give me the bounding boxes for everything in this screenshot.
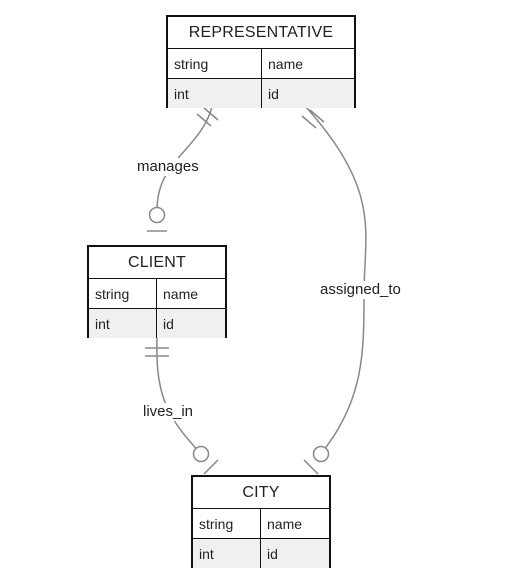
label-lives-in[interactable]: lives_in: [142, 403, 195, 421]
attribute-row: int id: [89, 308, 225, 338]
attribute-type: int: [193, 539, 261, 568]
attribute-row: int id: [193, 538, 329, 568]
zero-marker: [148, 206, 166, 224]
edge-manages: [147, 106, 219, 232]
entity-client[interactable]: CLIENT string name int id: [87, 245, 227, 338]
attribute-row: string name: [193, 509, 329, 538]
attribute-name: name: [268, 55, 304, 72]
zero-marker: [192, 445, 210, 463]
entity-city[interactable]: CITY string name int id: [191, 475, 331, 568]
one-marker: [309, 109, 325, 123]
attribute-type: string: [89, 279, 157, 308]
attribute-type: string: [193, 509, 261, 538]
label-manages[interactable]: manages: [136, 158, 200, 176]
attribute-row: string name: [168, 49, 354, 78]
one-marker: [301, 115, 317, 129]
attribute-name: id: [268, 85, 279, 102]
label-assigned-to[interactable]: assigned_to: [319, 281, 402, 299]
one-marker: [303, 459, 319, 475]
entity-title: CLIENT: [89, 247, 225, 279]
attribute-row: string name: [89, 279, 225, 308]
attribute-type: int: [89, 309, 157, 338]
attribute-row: int id: [168, 78, 354, 108]
attribute-name: name: [163, 285, 199, 302]
zero-marker: [312, 445, 330, 463]
attribute-name: name: [267, 515, 303, 532]
one-marker: [196, 113, 212, 127]
one-marker: [203, 107, 219, 121]
attribute-name: id: [267, 545, 278, 562]
entity-title: CITY: [193, 477, 329, 509]
attribute-type: int: [168, 79, 262, 108]
one-marker: [203, 459, 219, 475]
entity-representative[interactable]: REPRESENTATIVE string name int id: [166, 15, 356, 108]
entity-title: REPRESENTATIVE: [168, 17, 354, 49]
attribute-name: id: [163, 315, 174, 332]
attribute-type: string: [168, 49, 262, 78]
